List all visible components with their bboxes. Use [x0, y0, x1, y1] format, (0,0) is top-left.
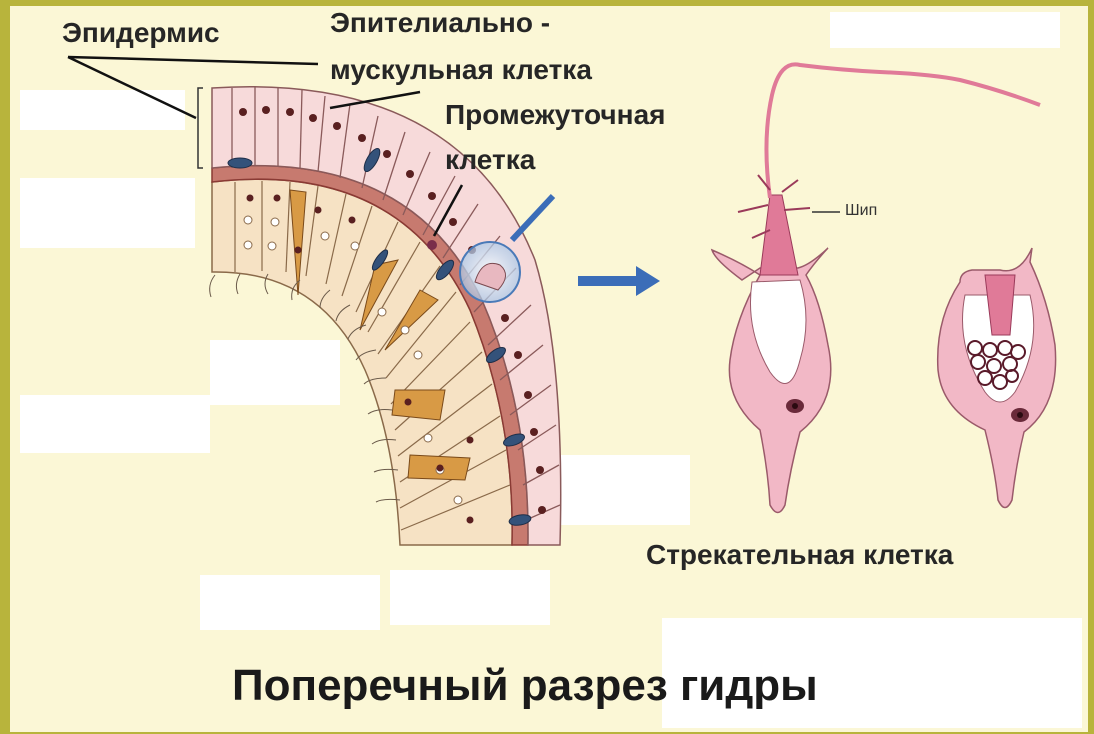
- label-stinging-cell: Стрекательная клетка: [646, 540, 953, 571]
- label-epithelial-muscle-cell-line1: Эпителиально -: [330, 8, 550, 39]
- label-epidermis: Эпидермис: [62, 18, 220, 49]
- label-epithelial-muscle-cell-line2: мускульная клетка: [330, 55, 592, 86]
- label-interstitial-cell-line1: Промежуточная: [445, 100, 665, 131]
- arrow-icon: [578, 266, 660, 296]
- diagram-title: Поперечный разрез гидры: [232, 662, 818, 710]
- label-spine: Шип: [845, 202, 877, 220]
- label-interstitial-cell-line2: клетка: [445, 145, 535, 176]
- stinging-cell-resting: [938, 248, 1056, 508]
